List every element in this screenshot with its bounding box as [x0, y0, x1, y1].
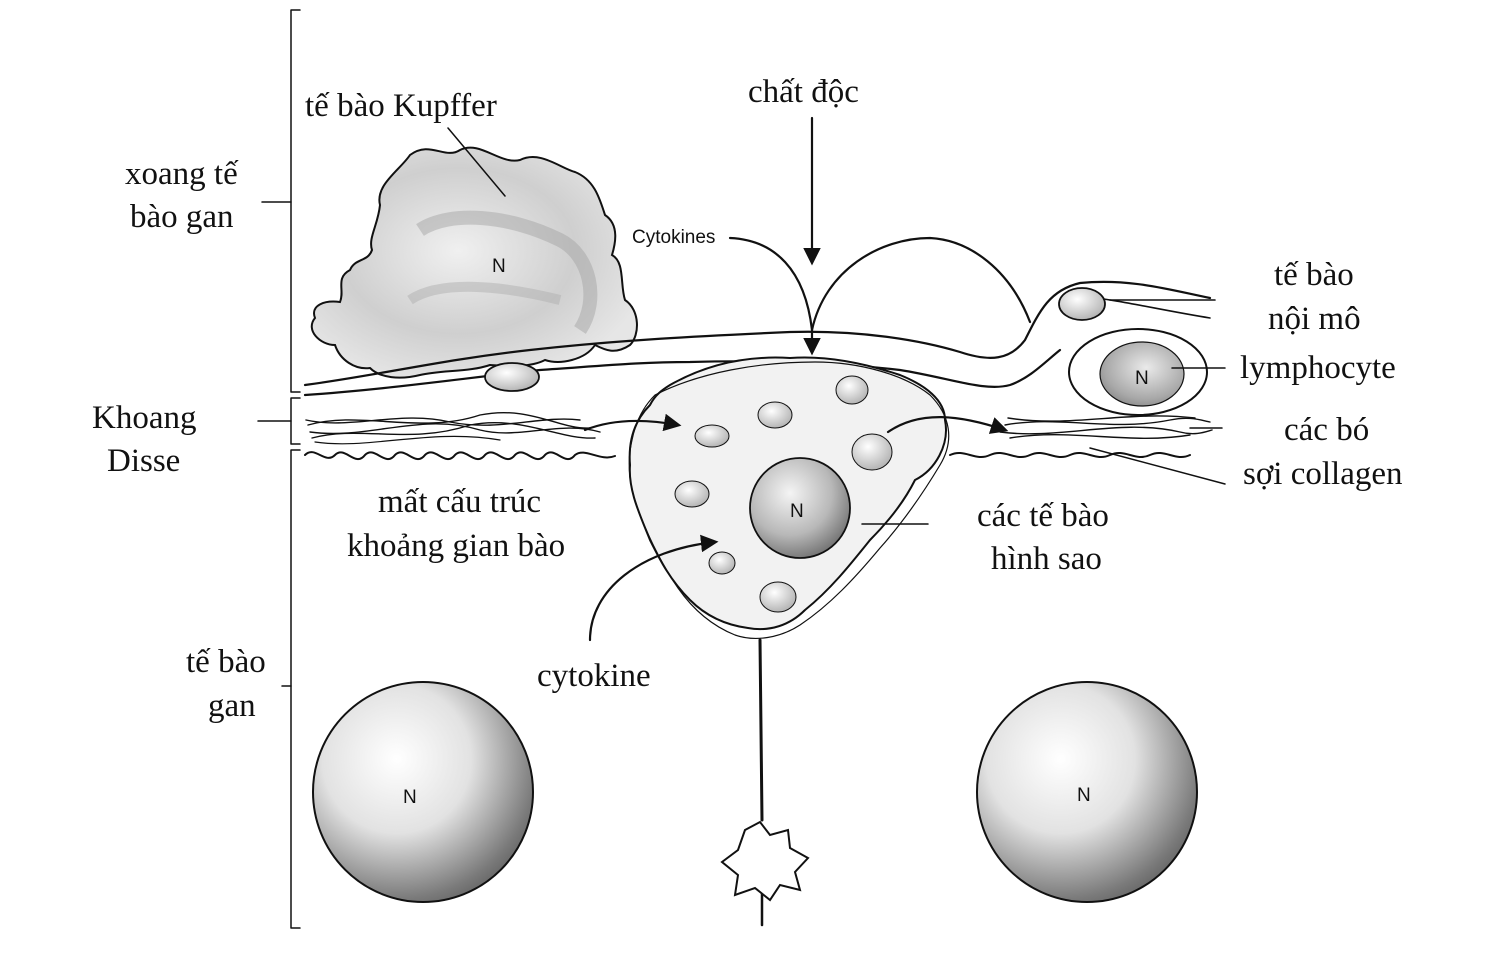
label-junction-2: khoảng gian bào: [347, 528, 565, 564]
label-endothelial-1: tế bào: [1274, 257, 1354, 293]
label-stellate-2: hình sao: [991, 541, 1102, 577]
hepatocyte-right-nucleus-label: N: [1077, 785, 1091, 806]
label-sinusoid-2: bào gan: [130, 199, 234, 235]
cytokines-arrow-right: [810, 236, 1032, 332]
label-space-1: Khoang: [92, 400, 196, 436]
stellate-cell: N: [628, 356, 950, 927]
cytokine-arrow: [588, 534, 719, 642]
kupffer-nucleus-label: N: [492, 256, 506, 277]
kupffer-cell: N: [310, 127, 638, 379]
label-toxin: chất độc: [748, 74, 859, 110]
stellate-process-end: [720, 820, 810, 902]
label-sinusoid-1: xoang tế: [125, 156, 239, 192]
hepatocyte-microvilli: [304, 451, 616, 461]
arrows: [583, 116, 1032, 642]
region-bracket: [257, 9, 301, 929]
endothelial-nucleus-left: [484, 362, 540, 392]
label-hepatocyte-1: tế bào: [186, 644, 266, 680]
label-stellate-1: các tế bào: [977, 498, 1109, 534]
hepatocyte-left-nucleus-label: N: [403, 787, 417, 808]
label-lymphocyte: lymphocyte: [1240, 350, 1396, 386]
label-collagen-1: các bó: [1284, 412, 1369, 448]
label-cytokines-small: Cytokines: [632, 227, 715, 248]
stellate-to-collagen-arrow: [886, 416, 1009, 434]
label-kupffer: tế bào Kupffer: [305, 88, 497, 124]
hepatocyte-left: N: [312, 681, 534, 903]
endothelial-nucleus-right: [1058, 287, 1106, 321]
lymphocyte-nucleus-label: N: [1135, 368, 1149, 389]
label-endothelial-2: nội mô: [1268, 301, 1361, 337]
stellate-nucleus-label: N: [790, 501, 804, 522]
label-space-2: Disse: [107, 443, 180, 479]
collagen-to-stellate-arrow: [583, 413, 682, 432]
label-hepatocyte-2: gan: [208, 688, 256, 724]
label-cytokine: cytokine: [537, 658, 651, 694]
label-collagen-2: sợi collagen: [1243, 456, 1403, 492]
labels: tế bào Kupffer chất độc Cytokines xoang …: [92, 74, 1403, 724]
kupffer-leader: [447, 127, 506, 197]
hepatocyte-right: N: [976, 681, 1198, 903]
lymphocyte-cell: N: [1068, 328, 1226, 416]
label-junction-1: mất cấu trúc: [378, 484, 541, 520]
stellate-nucleus: [749, 457, 851, 559]
collagen-bundles-right: [999, 415, 1226, 485]
cytokines-arrow-left: [728, 236, 821, 356]
collagen-bundles-left: [305, 411, 601, 445]
endothelium: [303, 280, 1216, 397]
